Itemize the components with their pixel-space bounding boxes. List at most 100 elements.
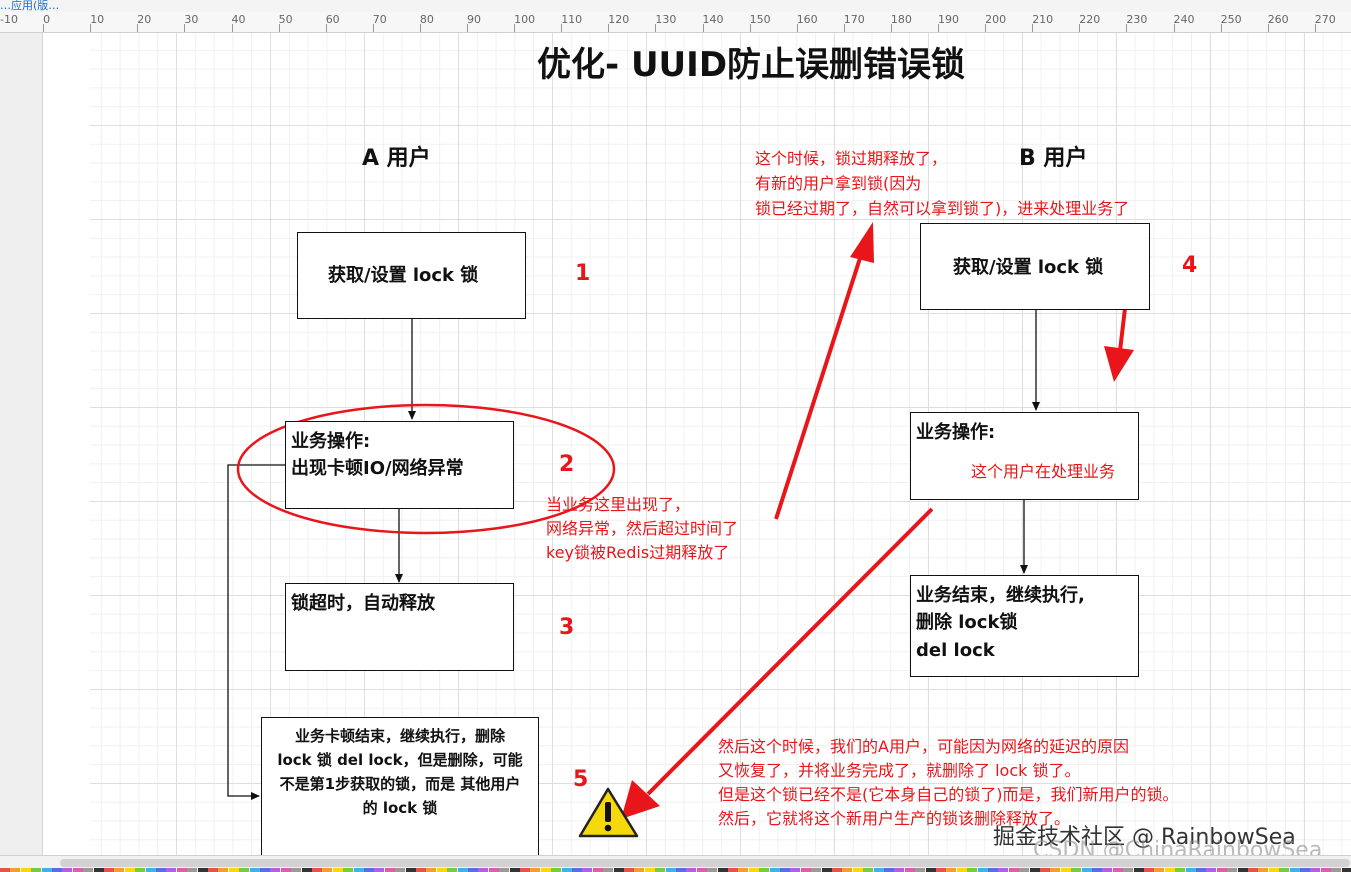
palette-swatch[interactable] <box>93 868 104 872</box>
palette-swatch[interactable] <box>894 868 905 872</box>
palette-swatch[interactable] <box>998 868 1009 872</box>
palette-swatch[interactable] <box>135 868 146 872</box>
palette-swatch[interactable] <box>218 868 229 872</box>
palette-swatch[interactable] <box>624 868 634 872</box>
palette-swatch[interactable] <box>208 868 218 872</box>
palette-swatch[interactable] <box>832 868 842 872</box>
palette-swatch[interactable] <box>925 868 936 872</box>
palette-swatch[interactable] <box>1040 868 1050 872</box>
palette-swatch[interactable] <box>1248 868 1258 872</box>
palette-swatch[interactable] <box>707 868 718 872</box>
palette-swatch[interactable] <box>62 868 73 872</box>
palette-swatch[interactable] <box>280 868 291 872</box>
palette-swatch[interactable] <box>1164 868 1175 872</box>
palette-swatch[interactable] <box>936 868 946 872</box>
palette-swatch[interactable] <box>312 868 322 872</box>
palette-swatch[interactable] <box>228 868 239 872</box>
palette-swatch[interactable] <box>551 868 562 872</box>
palette-swatch[interactable] <box>655 868 666 872</box>
palette-swatch[interactable] <box>540 868 551 872</box>
palette-swatch[interactable] <box>270 868 281 872</box>
palette-swatch[interactable] <box>52 868 62 872</box>
palette-swatch[interactable] <box>1060 868 1071 872</box>
palette-swatch[interactable] <box>790 868 801 872</box>
palette-swatch[interactable] <box>104 868 114 872</box>
box-a-timeout[interactable]: 锁超时，自动释放 <box>285 583 514 671</box>
palette-swatch[interactable] <box>0 868 10 872</box>
palette-swatch[interactable] <box>1331 868 1342 872</box>
palette-swatch[interactable] <box>665 868 676 872</box>
palette-swatch[interactable] <box>904 868 915 872</box>
palette-swatch[interactable] <box>613 868 624 872</box>
palette-swatch[interactable] <box>1227 868 1238 872</box>
palette-swatch[interactable] <box>436 868 447 872</box>
horizontal-scrollbar[interactable] <box>60 859 1350 867</box>
palette-swatch[interactable] <box>842 868 853 872</box>
palette-swatch[interactable] <box>717 868 728 872</box>
palette-swatch[interactable] <box>1019 868 1030 872</box>
palette-swatch[interactable] <box>1289 868 1300 872</box>
palette-swatch[interactable] <box>561 868 572 872</box>
palette-swatch[interactable] <box>343 868 354 872</box>
palette-swatch[interactable] <box>769 868 780 872</box>
palette-swatch[interactable] <box>1300 868 1310 872</box>
palette-swatch[interactable] <box>156 868 166 872</box>
palette-swatch[interactable] <box>332 868 343 872</box>
palette-swatch[interactable] <box>676 868 686 872</box>
palette-swatch[interactable] <box>176 868 187 872</box>
palette-swatch[interactable] <box>1008 868 1019 872</box>
palette-swatch[interactable] <box>1185 868 1196 872</box>
palette-swatch[interactable] <box>83 868 94 872</box>
palette-swatch[interactable] <box>301 868 312 872</box>
palette-swatch[interactable] <box>384 868 395 872</box>
palette-swatch[interactable] <box>811 868 822 872</box>
color-palette-strip[interactable] <box>0 868 1351 872</box>
palette-swatch[interactable] <box>166 868 177 872</box>
palette-swatch[interactable] <box>1050 868 1061 872</box>
palette-swatch[interactable] <box>863 868 874 872</box>
document-tab[interactable]: …应用(版… <box>0 0 60 12</box>
box-b-acquire-lock[interactable]: 获取/设置 lock 锁 <box>920 223 1150 310</box>
palette-swatch[interactable] <box>759 868 770 872</box>
palette-swatch[interactable] <box>499 868 510 872</box>
palette-swatch[interactable] <box>1206 868 1217 872</box>
palette-swatch[interactable] <box>509 868 520 872</box>
palette-swatch[interactable] <box>31 868 42 872</box>
palette-swatch[interactable] <box>572 868 582 872</box>
palette-swatch[interactable] <box>353 868 364 872</box>
palette-swatch[interactable] <box>1279 868 1290 872</box>
palette-swatch[interactable] <box>592 868 603 872</box>
palette-swatch[interactable] <box>488 868 499 872</box>
palette-swatch[interactable] <box>634 868 645 872</box>
palette-swatch[interactable] <box>478 868 489 872</box>
palette-swatch[interactable] <box>1154 868 1165 872</box>
palette-swatch[interactable] <box>1268 868 1279 872</box>
palette-swatch[interactable] <box>603 868 614 872</box>
palette-swatch[interactable] <box>1071 868 1082 872</box>
palette-swatch[interactable] <box>988 868 998 872</box>
palette-swatch[interactable] <box>852 868 863 872</box>
palette-swatch[interactable] <box>260 868 270 872</box>
palette-swatch[interactable] <box>145 868 156 872</box>
palette-swatch[interactable] <box>1133 868 1144 872</box>
box-a-business[interactable]: 业务操作: 出现卡顿IO/网络异常 <box>285 421 514 509</box>
palette-swatch[interactable] <box>915 868 926 872</box>
palette-swatch[interactable] <box>374 868 385 872</box>
palette-swatch[interactable] <box>1175 868 1186 872</box>
palette-swatch[interactable] <box>239 868 250 872</box>
palette-swatch[interactable] <box>530 868 541 872</box>
palette-swatch[interactable] <box>1320 868 1331 872</box>
palette-swatch[interactable] <box>1237 868 1248 872</box>
palette-swatch[interactable] <box>416 868 426 872</box>
palette-swatch[interactable] <box>405 868 416 872</box>
palette-swatch[interactable] <box>1112 868 1123 872</box>
palette-swatch[interactable] <box>72 868 83 872</box>
palette-swatch[interactable] <box>364 868 374 872</box>
palette-swatch[interactable] <box>124 868 135 872</box>
palette-swatch[interactable] <box>821 868 832 872</box>
palette-swatch[interactable] <box>728 868 738 872</box>
palette-swatch[interactable] <box>20 868 31 872</box>
palette-swatch[interactable] <box>1102 868 1113 872</box>
palette-swatch[interactable] <box>780 868 790 872</box>
